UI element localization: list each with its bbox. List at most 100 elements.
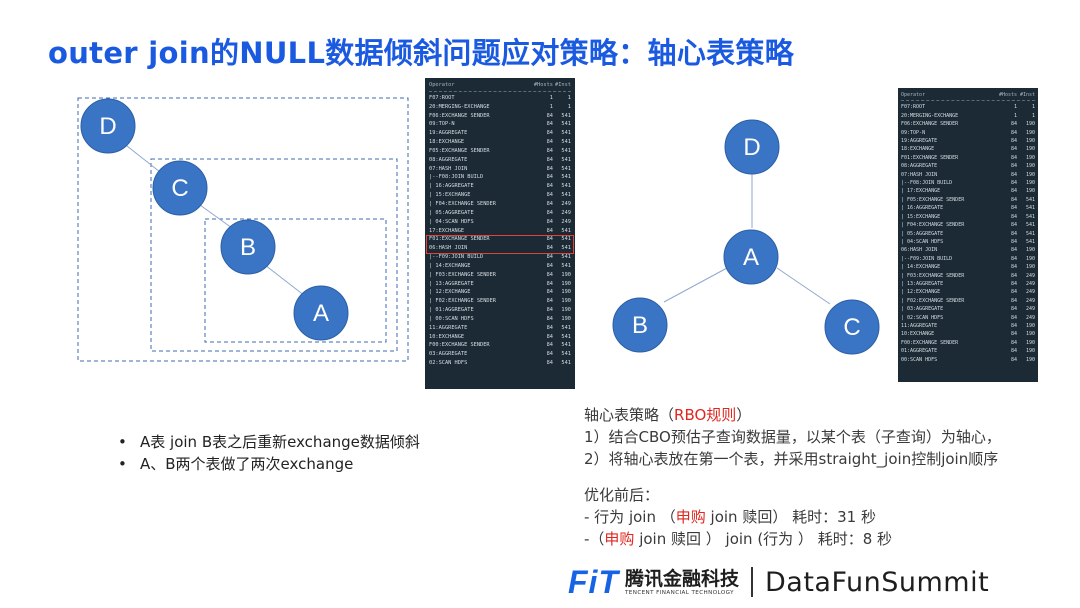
plan-inst: 190 — [561, 271, 571, 278]
plan-inst: 249 — [1025, 297, 1035, 304]
plan-operator: 09:TOP-N — [429, 121, 455, 128]
plan-hosts: 84 — [1010, 222, 1017, 229]
bullet-item: •A、B两个表做了两次exchange — [118, 455, 354, 473]
plan-hosts: 84 — [1010, 339, 1017, 346]
plan-hosts: 1 — [549, 94, 553, 101]
plan-inst: 541 — [561, 236, 571, 243]
brand-cn: 腾讯金融科技 — [624, 568, 739, 590]
plan-hosts: 84 — [1010, 331, 1017, 338]
plan-inst: 190 — [1025, 146, 1035, 153]
plan-inst: 190 — [561, 298, 571, 305]
plan-hosts: 84 — [546, 245, 553, 252]
plan-inst: 190 — [1025, 356, 1035, 363]
plan-inst: 541 — [1025, 196, 1035, 203]
plan-inst: 541 — [561, 112, 571, 119]
plan-hosts: 84 — [546, 192, 553, 199]
svg-text:C: C — [843, 314, 860, 341]
plan-hosts: 84 — [546, 227, 553, 234]
plan-inst: 190 — [1025, 331, 1035, 338]
plan-hosts: 84 — [546, 324, 553, 331]
plan-operator: 09:TOP-N — [901, 129, 926, 136]
plan-operator: | F03:EXCHANGE SENDER — [429, 271, 496, 278]
plan-operator: | 14:EXCHANGE — [429, 262, 471, 269]
optimization-after: -（申购 join 赎回 ） join (行为 ） 耗时：8 秒 — [584, 530, 893, 548]
plan-operator: F07:ROOT — [901, 104, 926, 111]
plan-inst: 190 — [561, 315, 571, 322]
plan-hosts: 84 — [1010, 146, 1017, 153]
plan-inst: 249 — [561, 209, 571, 216]
plan-operator: 00:SCAN HDFS — [901, 356, 938, 363]
plan-hosts: 84 — [1010, 280, 1017, 287]
plan-operator: 07:HASH JOIN — [901, 171, 938, 178]
plan-operator: 17:EXCHANGE — [429, 227, 465, 234]
plan-inst: 249 — [1025, 306, 1035, 313]
brand-en: TENCENT FINANCIAL TECHNOLOGY — [624, 590, 734, 596]
plan-operator: 03:AGGREGATE — [429, 351, 468, 358]
plan-operator: | F04:EXCHANGE SENDER — [429, 200, 496, 207]
plan-hosts: 84 — [1010, 205, 1017, 212]
plan-inst: 541 — [1025, 222, 1035, 229]
plan-inst: 541 — [561, 324, 571, 331]
strategy-notes: 轴心表策略（RBO规则） 1）结合CBO预估子查询数据量，以某个表（子查询）为轴… — [584, 404, 1001, 550]
plan-hosts: 1 — [549, 103, 553, 110]
svg-text:B: B — [240, 234, 256, 261]
plan-hosts: 84 — [546, 315, 553, 322]
plan-operator: 10:EXCHANGE — [429, 333, 465, 340]
plan-operator: | 14:EXCHANGE — [901, 264, 941, 271]
plan-operator: | F03:EXCHANGE SENDER — [901, 272, 965, 279]
edge-b-c — [199, 204, 233, 229]
plan-operator: | 05:AGGREGATE — [901, 230, 944, 237]
plan-hosts: 84 — [1010, 180, 1017, 187]
plan-hosts: 1 — [1013, 104, 1017, 111]
plan-hosts: 84 — [1010, 356, 1017, 363]
plan-hosts: 84 — [546, 351, 553, 358]
plan-operator: | 05:AGGREGATE — [429, 209, 474, 216]
plan-hosts: 84 — [546, 174, 553, 181]
plan-operator: | F02:EXCHANGE SENDER — [901, 297, 965, 304]
plan-operator: 02:SCAN HDFS — [429, 360, 468, 367]
svg-text:A: A — [743, 244, 759, 271]
svg-text:C: C — [171, 175, 188, 202]
plan-inst: 190 — [561, 289, 571, 296]
plan-operator: |--F08:JOIN BUILD — [901, 180, 953, 187]
plan-operator: 19:AGGREGATE — [901, 138, 938, 145]
plan-operator: | 17:EXCHANGE — [901, 188, 941, 195]
plan-hosts: 84 — [546, 130, 553, 137]
plan-inst: 1 — [567, 103, 571, 110]
plan-operator: F07:ROOT — [429, 94, 455, 101]
plan-hosts: 84 — [1010, 255, 1017, 262]
plan-operator: 19:AGGREGATE — [429, 130, 468, 137]
plan-operator: 08:AGGREGATE — [429, 156, 468, 163]
plan-hosts: 84 — [1010, 163, 1017, 170]
plan-header: Operator #Hosts #Inst — [429, 81, 571, 92]
plan-inst: 541 — [561, 165, 571, 172]
plan-inst: 541 — [561, 192, 571, 199]
plan-hosts: 84 — [1010, 272, 1017, 279]
plan-hosts: 84 — [546, 218, 553, 225]
plan-hosts: 84 — [1010, 322, 1017, 329]
plan-inst: 190 — [561, 307, 571, 314]
plan-inst: 541 — [561, 156, 571, 163]
plan-inst: 541 — [561, 130, 571, 137]
plan-inst: 541 — [561, 254, 571, 261]
highlight-box — [426, 235, 574, 254]
